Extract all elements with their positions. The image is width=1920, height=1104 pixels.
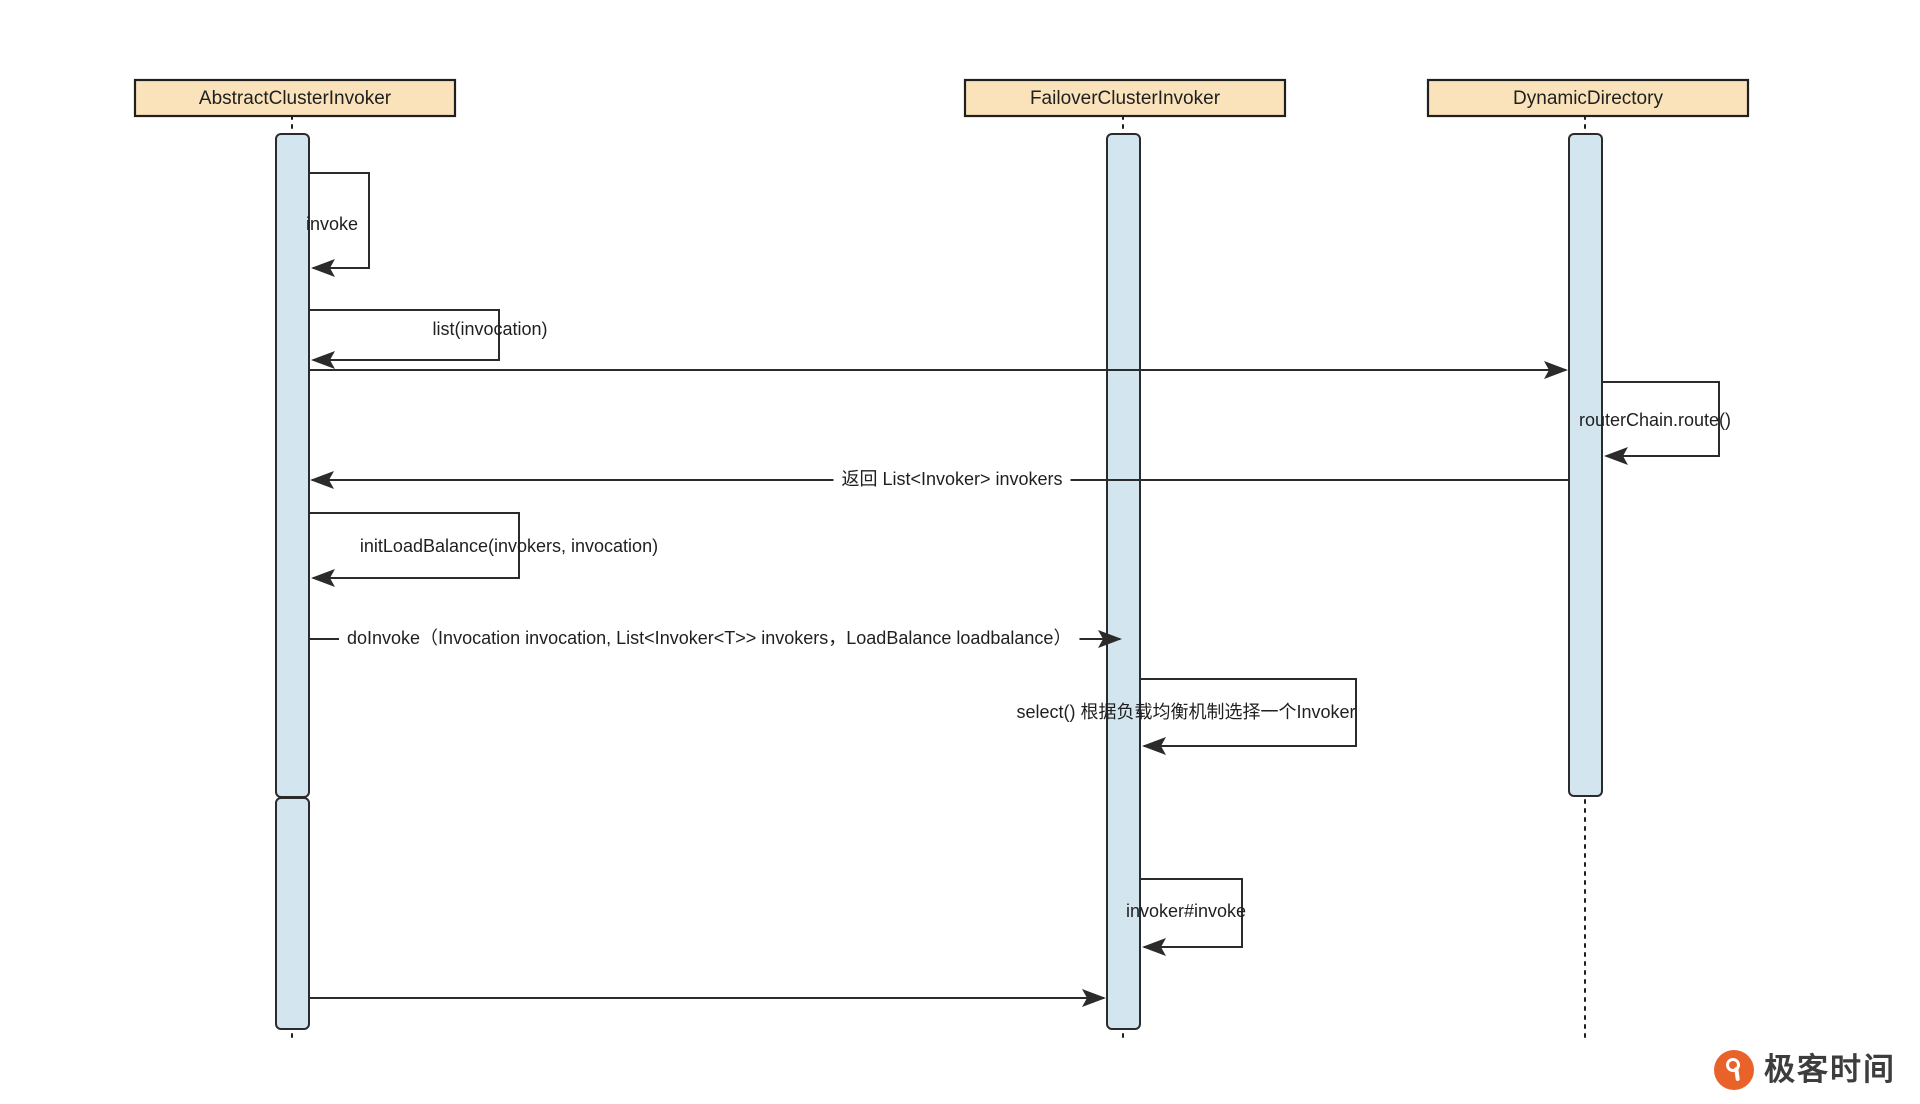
message-path-m1 <box>309 172 370 277</box>
message-path-m9 <box>1140 878 1243 956</box>
message-path-m8 <box>1140 678 1357 755</box>
message-label-m7: doInvoke（Invocation invocation, List<Inv… <box>347 628 1071 648</box>
activation-bar-dynamic <box>1568 133 1603 797</box>
message-m2: list(invocation) <box>309 309 548 369</box>
message-label-bg-m5 <box>833 466 1071 491</box>
message-m9: invoker#invoke <box>1126 878 1246 956</box>
geektime-watermark: 极客时间 <box>1714 1050 1896 1090</box>
activation-bar-abstract <box>275 133 310 798</box>
activation-bar-failover <box>1106 133 1141 1030</box>
participant-label-failover: FailoverClusterInvoker <box>1030 88 1221 109</box>
participant-box-failover[interactable] <box>963 78 1287 118</box>
message-label-m4: routerChain.route() <box>1579 410 1731 430</box>
message-m1: invoke <box>306 172 370 277</box>
message-label-m1: invoke <box>306 214 358 234</box>
message-m8: select() 根据负载均衡机制选择一个Invoker <box>1016 678 1357 755</box>
message-m4: routerChain.route() <box>1579 381 1731 465</box>
message-path-m2 <box>309 309 500 369</box>
message-label-m8: select() 根据负载均衡机制选择一个Invoker <box>1016 702 1355 722</box>
participant-box-dynamic[interactable] <box>1426 78 1750 118</box>
watermark-label: 极客时间 <box>1764 1051 1896 1088</box>
messages-group: invoke list(invocation) routerChain.route(… <box>306 172 1731 1007</box>
message-path-m4 <box>1602 381 1720 465</box>
activation-bar-abstract <box>275 797 310 1030</box>
activation-bars-group <box>275 133 1603 1030</box>
message-label-m9: invoker#invoke <box>1126 901 1246 921</box>
participant-box-abstract[interactable] <box>133 78 457 118</box>
participant-label-dynamic: DynamicDirectory <box>1513 88 1663 109</box>
message-m5: 返回 List<Invoker> invokers <box>310 466 1569 491</box>
participants-group: AbstractClusterInvoker FailoverClusterInv… <box>133 78 1750 118</box>
message-label-m5: 返回 List<Invoker> invokers <box>841 469 1062 489</box>
message-label-bg-m7 <box>339 625 1080 650</box>
message-path-m6 <box>309 512 520 587</box>
geektime-logo-icon <box>1714 1050 1754 1090</box>
message-m7: doInvoke（Invocation invocation, List<Inv… <box>309 625 1122 650</box>
participant-label-abstract: AbstractClusterInvoker <box>199 88 392 109</box>
message-label-m6: initLoadBalance(invokers, invocation) <box>360 536 658 556</box>
message-m6: initLoadBalance(invokers, invocation) <box>309 512 658 587</box>
message-label-m2: list(invocation) <box>432 319 547 339</box>
